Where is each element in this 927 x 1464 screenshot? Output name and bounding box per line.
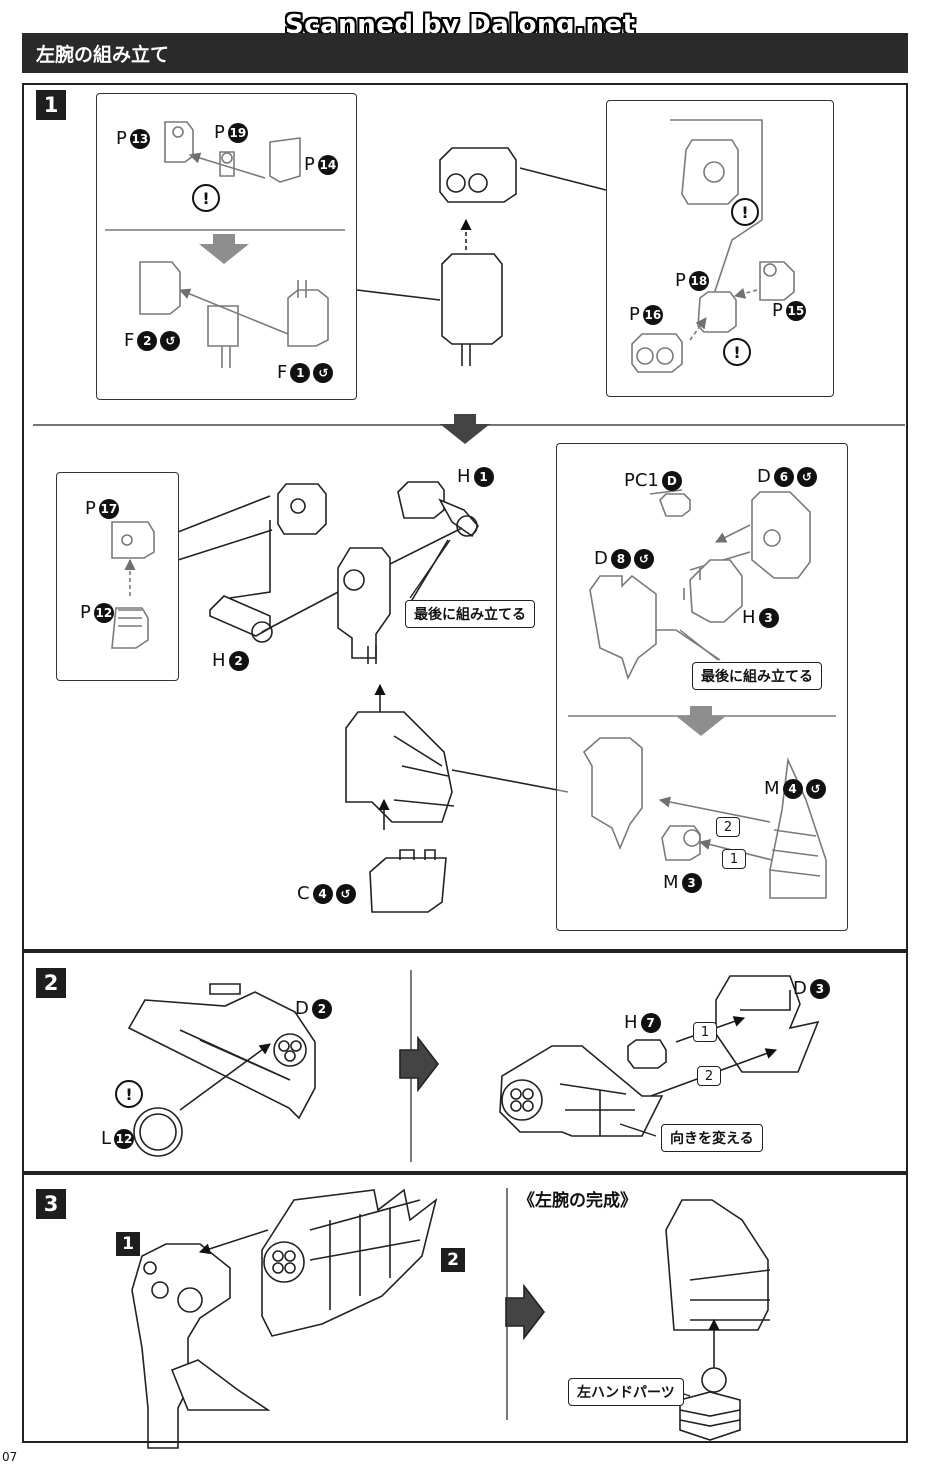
order-mark-2: 2 — [716, 817, 740, 837]
caution-icon: ! — [723, 338, 751, 366]
step3-marker-2: 2 — [441, 1248, 465, 1272]
complete-section-title: 《左腕の完成》 — [518, 1191, 637, 1211]
sticker-icon: ↺ — [633, 548, 654, 569]
step-3-marker: 3 — [36, 1189, 66, 1219]
sticker-icon: ↺ — [313, 362, 334, 383]
step3-frame — [22, 1173, 908, 1443]
header-bar — [22, 33, 908, 73]
sticker-icon: ↺ — [805, 778, 826, 799]
caution-icon: ! — [115, 1080, 143, 1108]
sticker-icon: ↺ — [160, 330, 181, 351]
change-direction-callout: 向きを変える — [661, 1124, 763, 1152]
left-hand-parts-callout: 左ハンドパーツ — [568, 1378, 684, 1406]
order-mark-2: 2 — [697, 1066, 721, 1086]
caution-icon: ! — [731, 198, 759, 226]
step-2-marker: 2 — [36, 968, 66, 998]
assemble-last-callout: 最後に組み立てる — [692, 662, 822, 690]
step1-frame — [22, 83, 908, 951]
sticker-icon: ↺ — [796, 466, 817, 487]
caution-icon: ! — [192, 184, 220, 212]
page-number: 07 — [2, 1450, 18, 1464]
sticker-icon: ↺ — [335, 883, 356, 904]
step3-marker-1: 1 — [116, 1232, 140, 1256]
page-title: 左腕の組み立て — [36, 44, 170, 66]
assemble-last-callout: 最後に組み立てる — [405, 600, 535, 628]
arrow-down-icon — [440, 414, 490, 444]
order-mark-1: 1 — [693, 1022, 717, 1042]
step2-frame — [22, 951, 908, 1173]
step-1-marker: 1 — [36, 90, 66, 120]
subassembly-box-b — [606, 100, 834, 397]
order-mark-1: 1 — [722, 849, 746, 869]
